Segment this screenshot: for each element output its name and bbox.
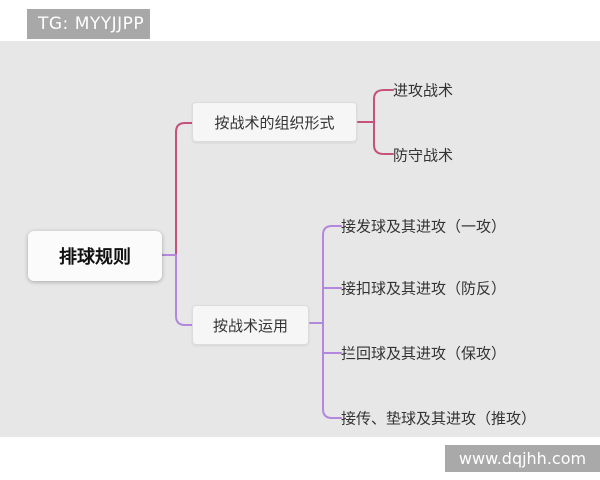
leaf-node-pass-dig-attack[interactable]: 接传、垫球及其进攻（推攻） [341, 409, 537, 428]
leaf-node-offense-tactics[interactable]: 进攻战术 [393, 81, 454, 100]
leaf-node-block-return-attack[interactable]: 拦回球及其进攻（保攻） [341, 344, 507, 363]
connector-branch-2-bracket [309, 225, 342, 419]
connector-branch-1-bracket [357, 89, 394, 155]
site-watermark-label: www.dqjhh.com [458, 449, 587, 468]
tg-watermark-label: TG: MYYJJPP [38, 14, 145, 34]
leaf-node-defense-tactics[interactable]: 防守战术 [393, 146, 454, 165]
connector-root-to-branch-2 [161, 254, 193, 326]
branch-node-label: 按战术的组织形式 [214, 113, 335, 132]
leaf-node-serve-receive-attack[interactable]: 接发球及其进攻（一攻） [341, 217, 507, 236]
site-watermark-badge: www.dqjhh.com [445, 445, 600, 472]
branch-node-tactic-application[interactable]: 按战术运用 [192, 305, 309, 345]
branch-node-label: 按战术运用 [212, 316, 288, 335]
branch-node-tactic-organization[interactable]: 按战术的组织形式 [192, 102, 357, 142]
root-node-volleyball-rules[interactable]: 排球规则 [28, 231, 162, 281]
tg-watermark-badge: TG: MYYJJPP [27, 9, 150, 39]
leaf-node-spike-receive-attack[interactable]: 接扣球及其进攻（防反） [341, 279, 507, 298]
connector-root-to-branch-1 [161, 122, 193, 256]
root-node-label: 排球规则 [59, 247, 131, 268]
